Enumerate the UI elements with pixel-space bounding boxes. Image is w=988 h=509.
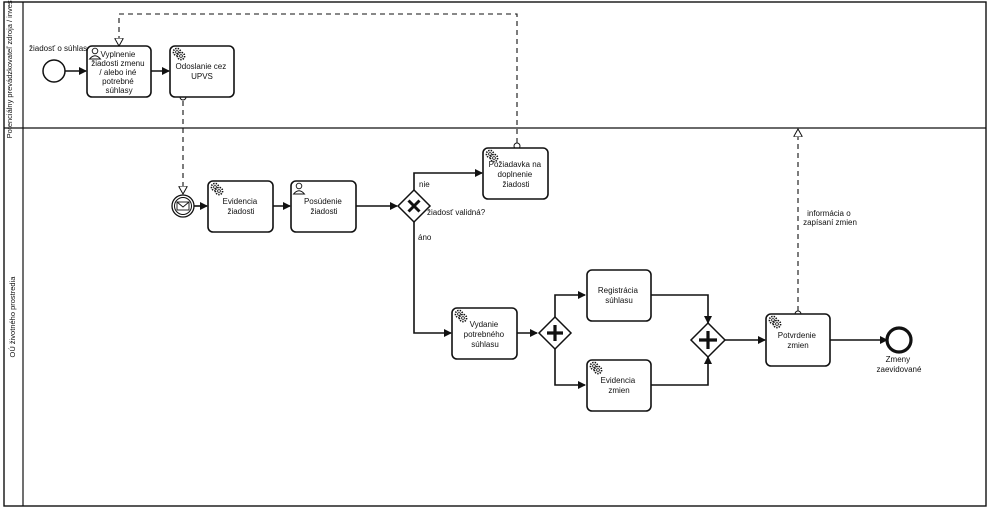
start-event: [42, 59, 66, 83]
task-registracia-suhlasu: Registrácia súhlasu: [586, 269, 652, 322]
gateway-no-label: nie: [419, 180, 430, 189]
task-vyplnenie-ziadosti: Vyplnenie žiadosti zmenu / alebo iné pot…: [86, 45, 152, 98]
task-poziadavka-doplnenie: Požiadavka na doplnenie žiadosti: [482, 147, 549, 200]
message-catch-event: [171, 194, 195, 218]
user-icon: [292, 182, 306, 195]
sequence-flow: [651, 294, 712, 324]
gateway-yes-label: áno: [418, 233, 432, 242]
svg-text:Evidencia žiadosti: Evidencia žiadosti: [223, 197, 260, 216]
task-evidencia-zmien: Evidencia zmien: [586, 359, 652, 412]
svg-text:Vydanie potrebného: Vydanie potrebného súhlasu: [464, 320, 507, 349]
sequence-flow: [554, 349, 586, 389]
envelope-icon: [176, 201, 190, 211]
plus-icon: [699, 331, 717, 349]
task-potvrdenie-zmien: Potvrdenie zmien: [765, 313, 831, 367]
plus-icon: [547, 325, 563, 341]
end-event: [885, 326, 913, 354]
task-odoslanie-upvs: Odoslanie cez UPVS: [169, 45, 235, 98]
task-vydanie-suhlasu: Vydanie potrebného súhlasu: [451, 307, 518, 360]
svg-text:Evidencia zmien: Evidencia zmien: [601, 376, 638, 395]
sequence-flow: [554, 291, 586, 317]
svg-text:Odoslanie cez UPVS: Odoslanie cez UPVS: [176, 62, 229, 81]
start-event-label: žiadosť o súhlas: [29, 44, 87, 53]
sequence-flow: [651, 356, 712, 386]
message-flow-label: informácia o zapísaní zmien: [803, 209, 857, 227]
lane-label-ou: OÚ životného prostredia: [8, 276, 17, 358]
sequence-flow-no: [413, 169, 483, 190]
exclusive-gateway: [396, 188, 432, 224]
sequence-flow-yes: [413, 222, 452, 337]
user-icon: [88, 47, 102, 60]
task-evidencia-ziadosti: Evidencia žiadosti: [207, 180, 274, 233]
svg-text:Registrácia súhlasu: Registrácia súhlasu: [598, 286, 640, 305]
svg-text:Požiadavka na doplnenie: Požiadavka na doplnenie žiadosti: [489, 160, 544, 189]
parallel-gateway-join: [689, 321, 727, 359]
message-flow-request-return: [119, 13, 518, 143]
x-icon: [407, 199, 421, 213]
pool: [3, 1, 987, 507]
svg-text:Posúdenie žiadosti: Posúdenie žiadosti: [304, 197, 344, 216]
parallel-gateway-split: [537, 315, 573, 351]
svg-text:Vyplnenie žiadosti zmenu: Vyplnenie žiadosti zmenu / alebo iné pot…: [91, 50, 147, 95]
svg-text:Potvrdenie zmien: Potvrdenie zmien: [778, 331, 818, 350]
task-posudenie-ziadosti: Posúdenie žiadosti: [290, 180, 357, 233]
end-event-label: Zmeny zaevidované: [877, 355, 922, 374]
lane-label-investor: Potenciálny prevádzkovateľ zdroja / inve…: [5, 0, 14, 138]
gateway-question: žiadosť validná?: [427, 208, 486, 217]
